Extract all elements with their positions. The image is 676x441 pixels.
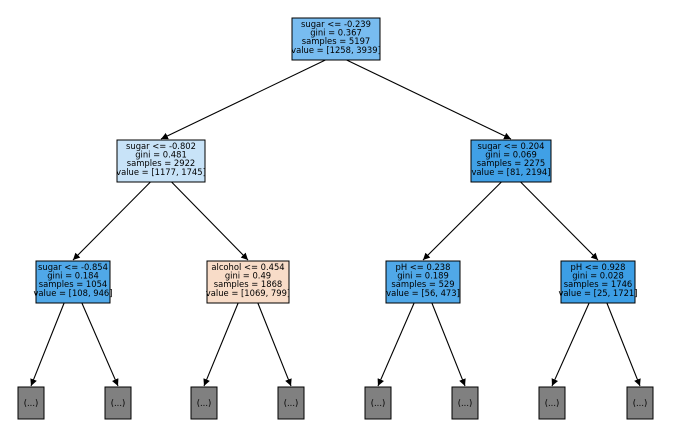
node-gini: gini = 0.189 (397, 271, 449, 281)
node-box (35, 260, 111, 304)
truncated-leaf-node: (...) (277, 386, 305, 420)
truncated-leaf-node: (...) (626, 386, 654, 420)
edges-layer (30, 59, 641, 387)
node-box (291, 17, 381, 61)
node-split-rule: sugar <= -0.802 (126, 141, 196, 151)
leaf-box (190, 386, 218, 420)
node-box (116, 139, 206, 183)
truncated-leaf-node: (...) (17, 386, 45, 420)
node-samples: samples = 529 (391, 279, 454, 289)
edge-n1-n3 (72, 181, 151, 261)
node-value: value = [81, 2194] (471, 167, 550, 177)
truncated-leaf-node: (...) (538, 386, 566, 420)
node-split-rule: sugar <= 0.204 (478, 141, 545, 151)
node-box (385, 260, 461, 304)
leaf-ellipsis-label: (...) (284, 398, 299, 408)
node-samples: samples = 1868 (214, 279, 282, 289)
leaf-ellipsis-label: (...) (111, 398, 126, 408)
edge-root-n1 (160, 59, 326, 140)
edge-n6-leaf6 (551, 302, 590, 387)
node-box (560, 260, 636, 304)
node-split-rule: sugar <= -0.854 (38, 262, 108, 272)
leaf-ellipsis-label: (...) (197, 398, 212, 408)
node-samples: samples = 1054 (39, 279, 107, 289)
node-value: value = [108, 946] (33, 288, 112, 298)
node-samples: samples = 2275 (477, 158, 545, 168)
leaf-ellipsis-label: (...) (458, 398, 473, 408)
truncated-leaf-node: (...) (451, 386, 479, 420)
edge-n2-n5 (422, 181, 502, 261)
leaf-box (451, 386, 479, 420)
leaf-ellipsis-label: (...) (633, 398, 648, 408)
truncated-leaf-node: (...) (364, 386, 392, 420)
edge-n3-leaf1 (81, 302, 119, 387)
edge-n4-leaf3 (257, 302, 292, 387)
node-value: value = [1069, 799] (206, 288, 290, 298)
edge-n6-leaf7 (606, 302, 641, 387)
node-samples: samples = 2922 (127, 158, 195, 168)
leaf-box (538, 386, 566, 420)
edge-n1-n4 (171, 181, 249, 261)
leaf-ellipsis-label: (...) (371, 398, 386, 408)
leaf-ellipsis-label: (...) (24, 398, 39, 408)
edge-root-n2 (346, 59, 512, 140)
edge-n5-leaf4 (377, 302, 415, 387)
node-gini: gini = 0.069 (485, 150, 537, 160)
node-value: value = [25, 1721] (558, 288, 637, 298)
node-split-rule: pH <= 0.928 (571, 262, 626, 272)
node-box (470, 139, 552, 183)
leaf-box (626, 386, 654, 420)
leaf-box (104, 386, 132, 420)
leaf-box (17, 386, 45, 420)
node-samples: samples = 5197 (302, 36, 370, 46)
node-box (206, 260, 290, 304)
node-gini: gini = 0.184 (47, 271, 99, 281)
node-gini: gini = 0.028 (572, 271, 624, 281)
node-value: value = [56, 473] (386, 288, 460, 298)
edge-n3-leaf0 (30, 302, 65, 387)
node-gini: gini = 0.367 (310, 28, 362, 38)
edge-n5-leaf5 (431, 302, 466, 387)
truncated-leaf-node: (...) (190, 386, 218, 420)
leaf-box (277, 386, 305, 420)
leaf-ellipsis-label: (...) (545, 398, 560, 408)
node-value: value = [1258, 3939] (291, 45, 381, 55)
node-split-rule: alcohol <= 0.454 (211, 262, 284, 272)
edge-n4-leaf2 (203, 302, 239, 387)
node-gini: gini = 0.49 (225, 271, 271, 281)
node-split-rule: sugar <= -0.239 (301, 19, 371, 29)
edge-n2-n6 (520, 181, 599, 261)
node-gini: gini = 0.481 (135, 150, 187, 160)
truncated-leaf-node: (...) (104, 386, 132, 420)
node-samples: samples = 1746 (564, 279, 632, 289)
node-split-rule: pH <= 0.238 (396, 262, 451, 272)
leaf-box (364, 386, 392, 420)
node-value: value = [1177, 1745] (116, 167, 206, 177)
